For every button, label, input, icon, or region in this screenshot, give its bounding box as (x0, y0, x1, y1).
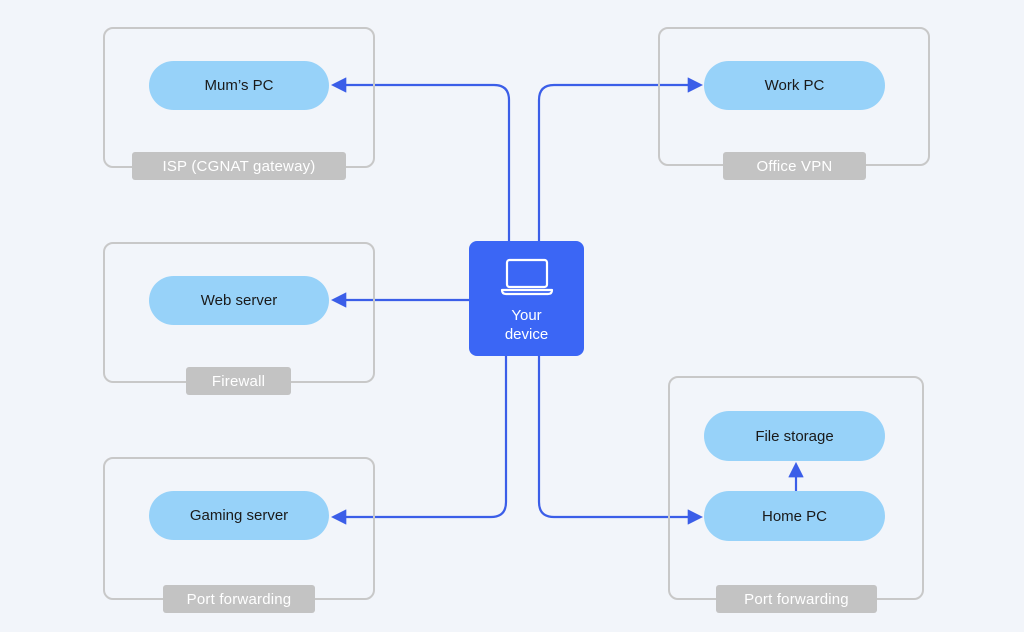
device-label: Your device (504, 307, 549, 343)
node-work-pc[interactable]: Work PC (704, 61, 885, 110)
node-web-server[interactable]: Web server (149, 276, 329, 325)
your-device[interactable]: Your device (469, 241, 584, 356)
node-home-pc[interactable]: Home PC (704, 491, 885, 541)
laptop-icon (500, 258, 553, 296)
tag-isp: ISP (CGNAT gateway) (132, 152, 346, 180)
node-gaming-server[interactable]: Gaming server (149, 491, 329, 540)
connector-home-pc (537, 356, 704, 525)
tag-office-vpn: Office VPN (723, 152, 866, 180)
tag-port-forwarding-gaming: Port forwarding (163, 585, 315, 613)
connector-work-pc (537, 77, 704, 241)
node-mums-pc[interactable]: Mum’s PC (149, 61, 329, 110)
connector-gaming-server (330, 356, 508, 525)
tag-port-forwarding-home: Port forwarding (716, 585, 877, 613)
node-file-storage[interactable]: File storage (704, 411, 885, 461)
connector-mums-pc (330, 77, 511, 241)
tag-firewall: Firewall (186, 367, 291, 395)
group-home (668, 376, 924, 600)
